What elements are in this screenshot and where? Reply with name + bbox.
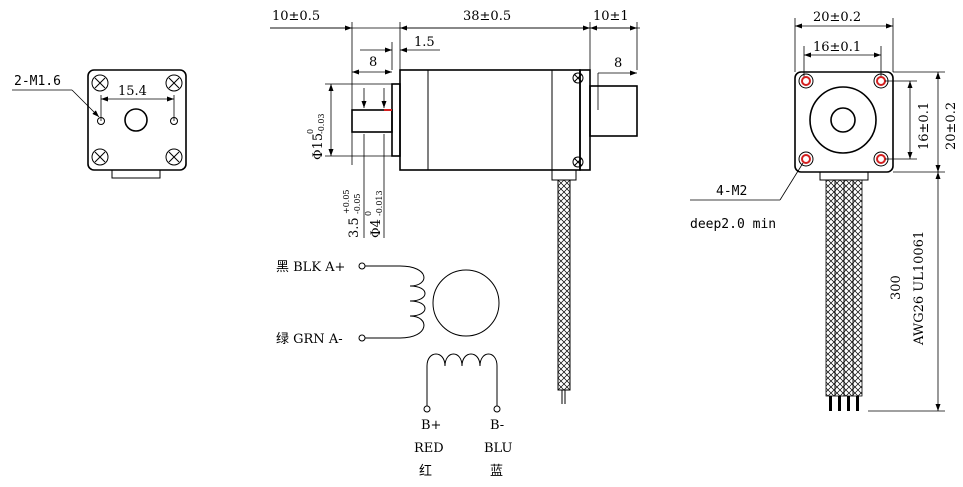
braided-wire-1 [825, 179, 836, 397]
front-boss [391, 83, 401, 157]
wire-b-plus-color: RED [414, 441, 444, 456]
shaft-dia-tol-upper: 0 [364, 211, 373, 216]
braided-wire-2 [834, 179, 845, 397]
rear-cap [579, 69, 591, 171]
terminal-a-plus [358, 262, 366, 270]
hole-callout-label: 2-M1.6 [14, 74, 61, 89]
shaft-flat-label: 3.5 [347, 217, 362, 238]
front-height-label: 20±0.2 [944, 102, 959, 150]
terminal-b-plus [423, 405, 431, 413]
side-screw-icon [572, 72, 584, 84]
braided-cable [557, 179, 571, 391]
front-boss-circle [809, 86, 877, 154]
front-view: 20±0.2 16±0.1 16±0.1 20±0.2 4-M2 deep2.0… [690, 10, 959, 412]
corner-screw-icon [165, 74, 183, 92]
front-shaft [351, 109, 393, 133]
rotor-icon [432, 269, 500, 337]
braided-wire-3 [843, 179, 854, 397]
screw-callout-label: 4-M2 [716, 184, 747, 199]
terminal-b-minus [493, 405, 501, 413]
wire-b-plus-label: B+ [421, 418, 441, 433]
wire-b-minus-color-cn: 蓝 [490, 464, 503, 479]
wire-b-minus-color: BLU [484, 441, 512, 456]
shaft-dia-label: Φ4 [369, 219, 384, 238]
front-hole-spacing-h-label: 16±0.1 [813, 40, 861, 55]
cable-sleeve [551, 169, 577, 181]
wire-a-minus-label: 绿 GRN A- [276, 332, 343, 347]
m2-screw-hole [798, 151, 814, 167]
dim-step-label: 1.5 [414, 35, 435, 50]
boss-dia-label: Φ15 [311, 133, 326, 160]
rear-face-view: 15.4 2-M1.6 [12, 69, 187, 179]
dim-left-label: 10±0.5 [272, 9, 320, 24]
rear-bearing-hole [124, 108, 148, 132]
wire-b-plus-color-cn: 红 [419, 463, 432, 479]
m2-screw-hole [798, 73, 814, 89]
corner-screw-icon [91, 74, 109, 92]
cable-clamp [819, 171, 869, 181]
front-shaft-circle [830, 107, 856, 133]
shaft-flat-tol-lower: -0.05 [353, 193, 362, 214]
front-hole-spacing-v-label: 16±0.1 [917, 102, 932, 150]
wire-end [829, 396, 832, 411]
side-screw-icon [572, 156, 584, 168]
boss-dia-tol-lower: -0.03 [317, 113, 326, 134]
shaft-flat-tol-upper: +0.05 [342, 189, 351, 214]
hole-spacing-label: 15.4 [118, 84, 147, 99]
rear-shaft [589, 85, 638, 137]
corner-screw-icon [165, 148, 183, 166]
lead-length-label: 300 [889, 275, 904, 300]
wire-spec-label: AWG26 UL10061 [912, 231, 927, 346]
shaft-dia-tol-lower: -0.013 [375, 190, 384, 216]
wire-a-plus-label: 黑 BLK A+ [276, 260, 345, 275]
dim-flange-left-label: 8 [369, 55, 377, 70]
wire-end [856, 396, 859, 411]
wire-b-minus-label: B- [490, 418, 504, 433]
front-width-label: 20±0.2 [813, 10, 861, 25]
coil-a-icon [399, 265, 426, 339]
side-view: 10±0.5 38±0.5 10±1 1.5 8 8 [270, 9, 640, 404]
dim-body-label: 38±0.5 [463, 9, 511, 24]
corner-screw-icon [91, 148, 109, 166]
boss-dia-tol-upper: 0 [306, 129, 315, 134]
terminal-a-minus [358, 334, 366, 342]
motor-body [399, 69, 581, 171]
wiring-schematic: 黑 BLK A+ 绿 GRN A- B+ RED 红 B- BLU 蓝 [276, 260, 512, 479]
dim-flange-right-label: 8 [614, 56, 622, 71]
screw-depth-label: deep2.0 min [690, 217, 776, 232]
rear-face-tab [111, 169, 161, 179]
wire-end [847, 396, 850, 411]
wire-end [838, 396, 841, 411]
braided-wire-4 [852, 179, 863, 397]
dim-right-label: 10±1 [593, 9, 629, 24]
coil-b-icon [426, 353, 498, 406]
